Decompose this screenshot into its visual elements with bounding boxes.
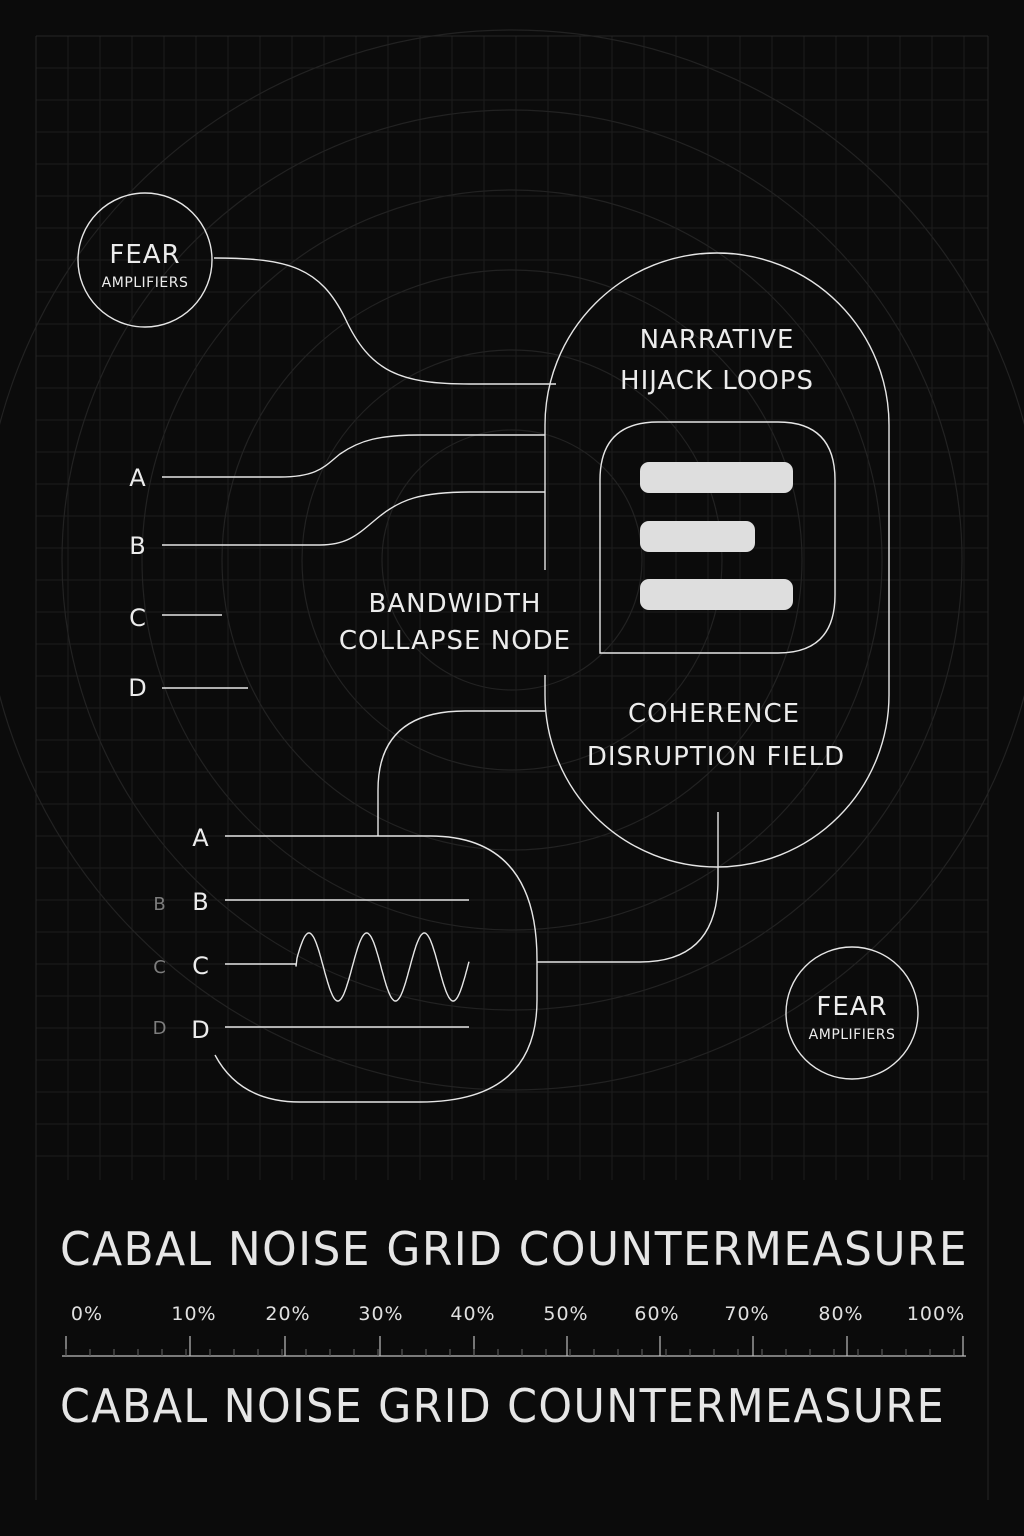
lower-input-b: B	[192, 888, 209, 916]
scale-tick-label: 40%	[450, 1303, 495, 1325]
coherence-line-1: COHERENCE	[628, 699, 800, 729]
connector-fear-to-narrative	[213, 257, 556, 385]
percentage-scale: 0% 10% 20% 30% 40% 50% 60% 70% 80% 100%	[62, 1303, 966, 1357]
connector-main-to-lower	[377, 710, 545, 836]
upper-input-d: D	[128, 674, 147, 702]
scale-tick-label: 50%	[543, 1303, 588, 1325]
narrative-line-1: NARRATIVE	[640, 325, 795, 355]
upper-input-group: A B C D	[128, 434, 545, 702]
scale-tick-label: 30%	[358, 1303, 403, 1325]
signal-waveform	[225, 932, 470, 1002]
connector-coherence-to-lower	[537, 812, 719, 963]
status-bar-2	[640, 521, 755, 552]
lower-faint-d: D	[153, 1018, 168, 1039]
lower-input-d: D	[191, 1016, 210, 1044]
upper-line-b	[162, 491, 545, 546]
lower-input-c: C	[192, 952, 210, 980]
scale-tick-label: 70%	[724, 1303, 769, 1325]
status-bar-1	[640, 462, 793, 493]
status-bar-3	[640, 579, 793, 610]
coherence-line-2: DISRUPTION FIELD	[587, 742, 845, 772]
fear-bottom-subtitle: AMPLIFIERS	[809, 1027, 896, 1043]
lower-faint-c: C	[153, 957, 167, 978]
scale-tick-label: 0%	[71, 1303, 103, 1325]
background-grid	[35, 35, 988, 1180]
fear-top-title: FEAR	[109, 240, 180, 270]
title-bottom: CABAL NOISE GRID COUNTERMEASURE	[60, 1379, 945, 1433]
scale-tick-label: 80%	[818, 1303, 863, 1325]
upper-input-b: B	[129, 532, 146, 560]
lower-faint-b: B	[153, 894, 166, 915]
fear-top-subtitle: AMPLIFIERS	[102, 275, 189, 291]
bandwidth-line-1: BANDWIDTH	[369, 589, 542, 619]
main-capsule: NARRATIVE HIJACK LOOPS COHERENCE DISRUPT…	[544, 252, 890, 868]
fear-bottom-title: FEAR	[816, 992, 887, 1022]
background-rings	[0, 29, 1024, 1091]
fear-amplifiers-node-bottom: FEAR AMPLIFIERS	[785, 946, 919, 1080]
frame-marks	[35, 35, 989, 1500]
lower-input-a: A	[192, 824, 209, 852]
upper-line-a	[162, 434, 545, 478]
scale-tick-label: 10%	[171, 1303, 216, 1325]
title-top: CABAL NOISE GRID COUNTERMEASURE	[60, 1222, 968, 1276]
hijack-loops-module	[599, 421, 836, 654]
scale-tick-label: 20%	[265, 1303, 310, 1325]
scale-tick-label: 60%	[634, 1303, 679, 1325]
upper-input-c: C	[129, 604, 147, 632]
bandwidth-line-2: COLLAPSE NODE	[339, 626, 571, 656]
upper-input-a: A	[129, 464, 146, 492]
signal-module: A B C D B C D	[153, 824, 538, 1103]
scale-tick-label: 100%	[907, 1303, 965, 1325]
narrative-line-2: HIJACK LOOPS	[620, 366, 814, 396]
fear-amplifiers-node-top: FEAR AMPLIFIERS	[77, 192, 213, 328]
